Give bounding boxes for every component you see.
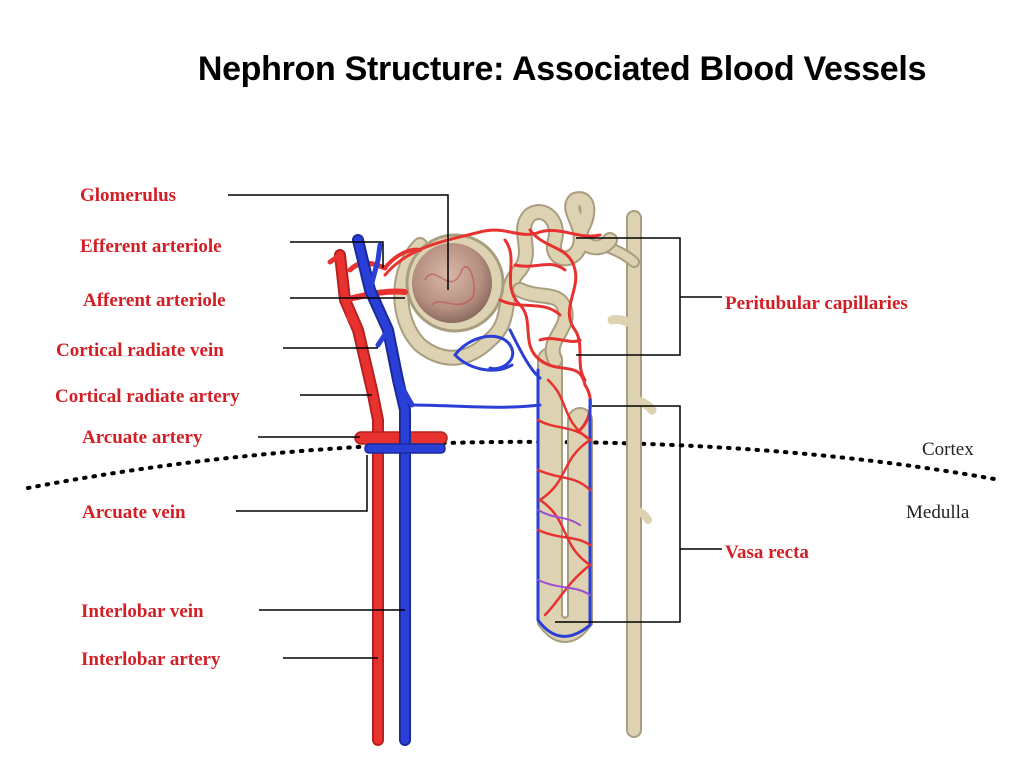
label-medulla: Medulla (906, 502, 970, 523)
vein-trunk (352, 234, 415, 746)
cortex-medulla-boundary (26, 439, 1002, 490)
label-peritubular-capillaries: Peritubular capillaries (725, 293, 908, 314)
bracket-vasa-recta (555, 405, 681, 623)
label-interlobar-artery: Interlobar artery (81, 649, 221, 670)
label-efferent-arteriole: Efferent arteriole (80, 236, 222, 257)
label-cortical-radiate-vein: Cortical radiate vein (56, 340, 224, 361)
peritubular-venous-network (410, 328, 542, 409)
labels: Glomerulus Efferent arteriole Afferent a… (55, 185, 908, 670)
label-cortex: Cortex (922, 439, 974, 460)
page-title: Nephron Structure: Associated Blood Vess… (197, 50, 927, 88)
leader-glomerulus (228, 194, 449, 290)
label-cortical-radiate-artery: Cortical radiate artery (55, 386, 240, 407)
label-glomerulus: Glomerulus (80, 185, 176, 206)
label-vasa-recta: Vasa recta (725, 542, 809, 563)
convoluted-tubules (393, 191, 618, 368)
artery-trunk (327, 247, 422, 746)
peritubular-capillary-network (383, 228, 602, 432)
collecting-duct (594, 210, 657, 738)
leader-arcuate-vein (236, 455, 368, 512)
label-interlobar-vein: Interlobar vein (81, 601, 204, 622)
arcuate-vein-vessel (364, 443, 446, 454)
label-arcuate-vein: Arcuate vein (82, 502, 186, 523)
leader-lines (228, 194, 722, 659)
vasa-recta-vessels (536, 368, 593, 638)
loop-of-henle (537, 347, 593, 643)
leader-efferent (290, 241, 384, 268)
zone-labels: Cortex Medulla (906, 439, 974, 523)
label-arcuate-artery: Arcuate artery (82, 427, 203, 448)
label-afferent-arteriole: Afferent arteriole (83, 290, 226, 311)
glomerulus-capsule (405, 233, 505, 333)
